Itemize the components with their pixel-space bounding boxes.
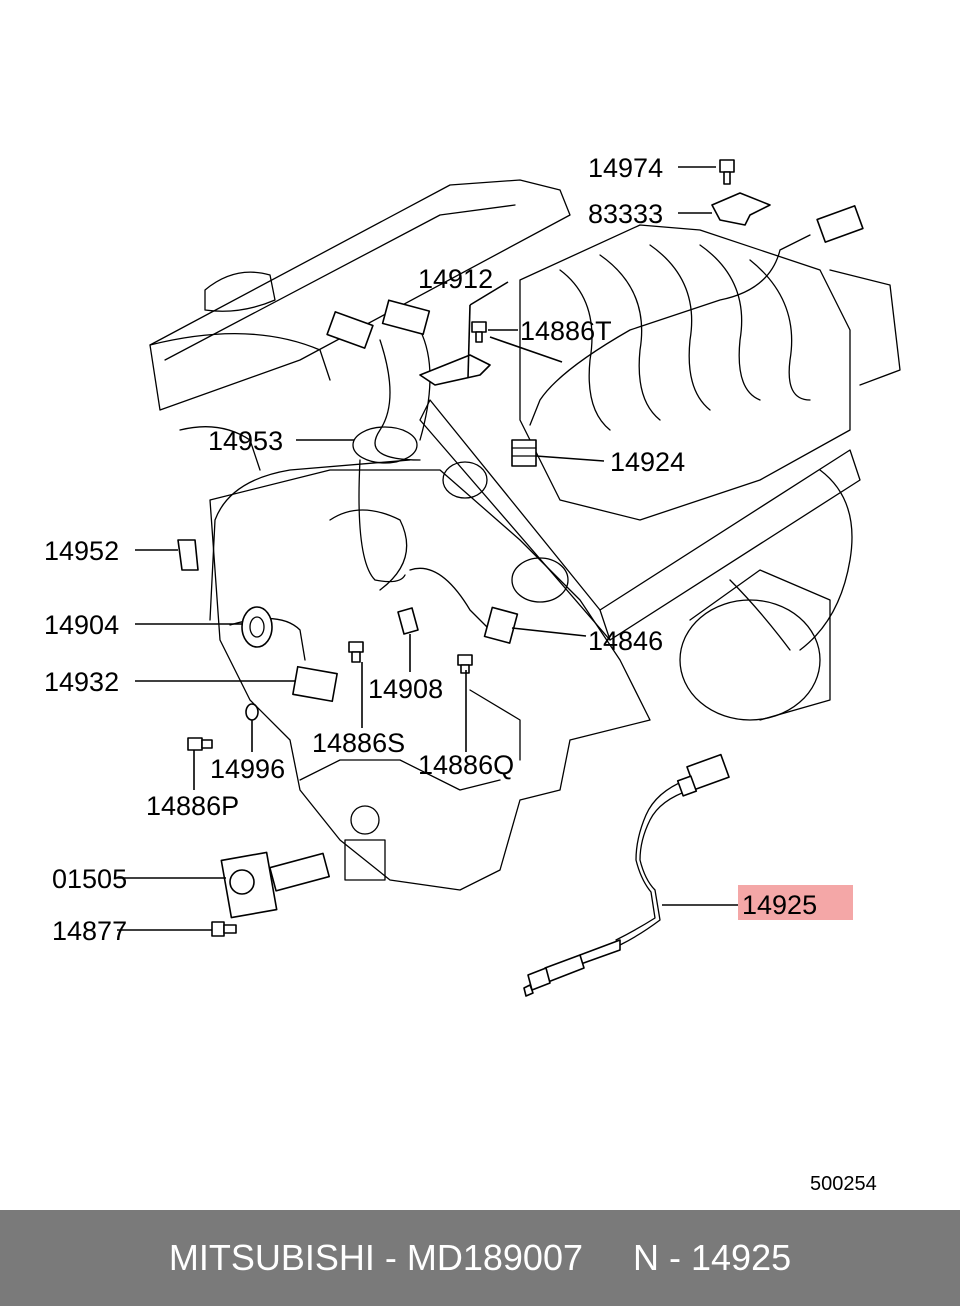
part-labels: 14974 83333 14912 14886T 14953 14924 149… <box>44 153 877 1195</box>
label-14886P: 14886P <box>146 791 239 821</box>
leader-lines <box>117 166 738 931</box>
part-14886S-bolt <box>348 641 364 663</box>
part-14952-clip <box>177 539 199 571</box>
label-01505: 01505 <box>52 864 127 894</box>
part-connector-top-right <box>816 205 864 243</box>
label-14952: 14952 <box>44 536 119 566</box>
part-14996-washer <box>245 703 259 721</box>
part-14886Q-bolt <box>457 654 473 674</box>
part-14953-clamp <box>352 426 418 464</box>
part-14886P-bolt <box>187 737 213 751</box>
label-14932: 14932 <box>44 667 119 697</box>
part-14877-bolt <box>211 921 237 937</box>
part-14924-sensor <box>511 439 537 467</box>
part-14846-sensor <box>483 606 519 644</box>
highlight-14925 <box>738 885 853 920</box>
part-14925-oxygen-sensor <box>523 753 730 997</box>
label-14908: 14908 <box>368 674 443 704</box>
part-01505-sensor <box>220 851 330 919</box>
label-14877: 14877 <box>52 916 127 946</box>
label-83333: 83333 <box>588 199 663 229</box>
part-83333-bracket <box>711 192 771 226</box>
label-14904: 14904 <box>44 610 119 640</box>
label-14953: 14953 <box>208 426 283 456</box>
label-14886T: 14886T <box>520 316 612 346</box>
diagram-id: 500254 <box>810 1173 877 1195</box>
harness-lines <box>149 234 811 661</box>
label-14886Q: 14886Q <box>418 750 514 780</box>
part-14904-grommet <box>241 606 273 648</box>
engine-illustration <box>149 179 901 891</box>
engine-parts-diagram: 14974 83333 14912 14886T 14953 14924 149… <box>44 153 901 1195</box>
footer-bar: MITSUBISHI - MD189007 N - 14925 <box>0 1210 960 1306</box>
label-14886S: 14886S <box>312 728 405 758</box>
label-14925: 14925 <box>742 890 817 920</box>
label-14924: 14924 <box>610 447 685 477</box>
label-14912: 14912 <box>418 264 493 294</box>
part-14886T-bolt <box>471 321 487 343</box>
part-14908-clip <box>397 607 419 635</box>
footer-part-info: MITSUBISHI - MD189007 N - 14925 <box>168 1237 792 1278</box>
label-14996: 14996 <box>210 754 285 784</box>
part-14974-bolt <box>719 159 735 185</box>
part-14932-connector <box>292 665 338 703</box>
part-connectors-14953 <box>326 299 431 349</box>
label-14846: 14846 <box>588 626 663 656</box>
label-14974: 14974 <box>588 153 663 183</box>
part-14912-bracket <box>419 354 491 386</box>
